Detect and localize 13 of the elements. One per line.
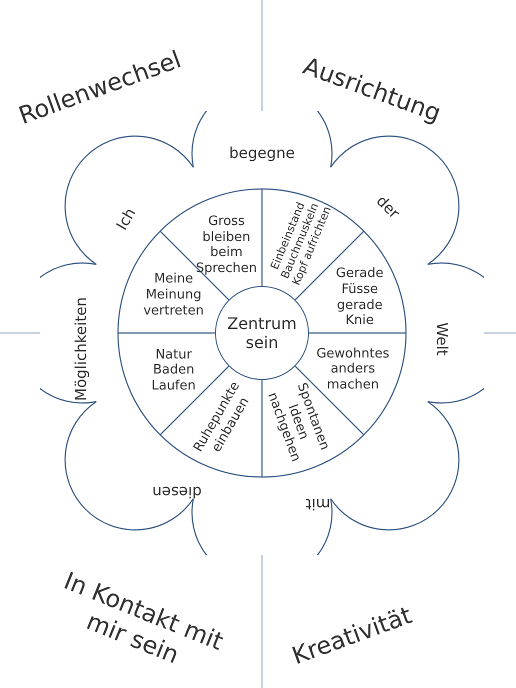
ring-word: begegne (229, 144, 295, 162)
ring-word: der (372, 192, 404, 222)
segment-label: Gewohntes anders machen (312, 346, 393, 394)
ring-word: mit (305, 495, 330, 514)
ring-word: Ich (112, 204, 139, 233)
center-text: Zentrum sein (226, 314, 298, 352)
wheel-circle (117, 188, 407, 478)
segment-label: Natur Baden Laufen (146, 347, 202, 394)
ring-word: Möglichkeiten (72, 296, 90, 401)
ring-word: Welt (432, 322, 451, 356)
segment-label: Gross bleiben beim Sprechen (195, 214, 258, 276)
segment-label: Gerade Füsse gerade Knie (330, 266, 389, 329)
ring-word: diesen (152, 482, 202, 501)
